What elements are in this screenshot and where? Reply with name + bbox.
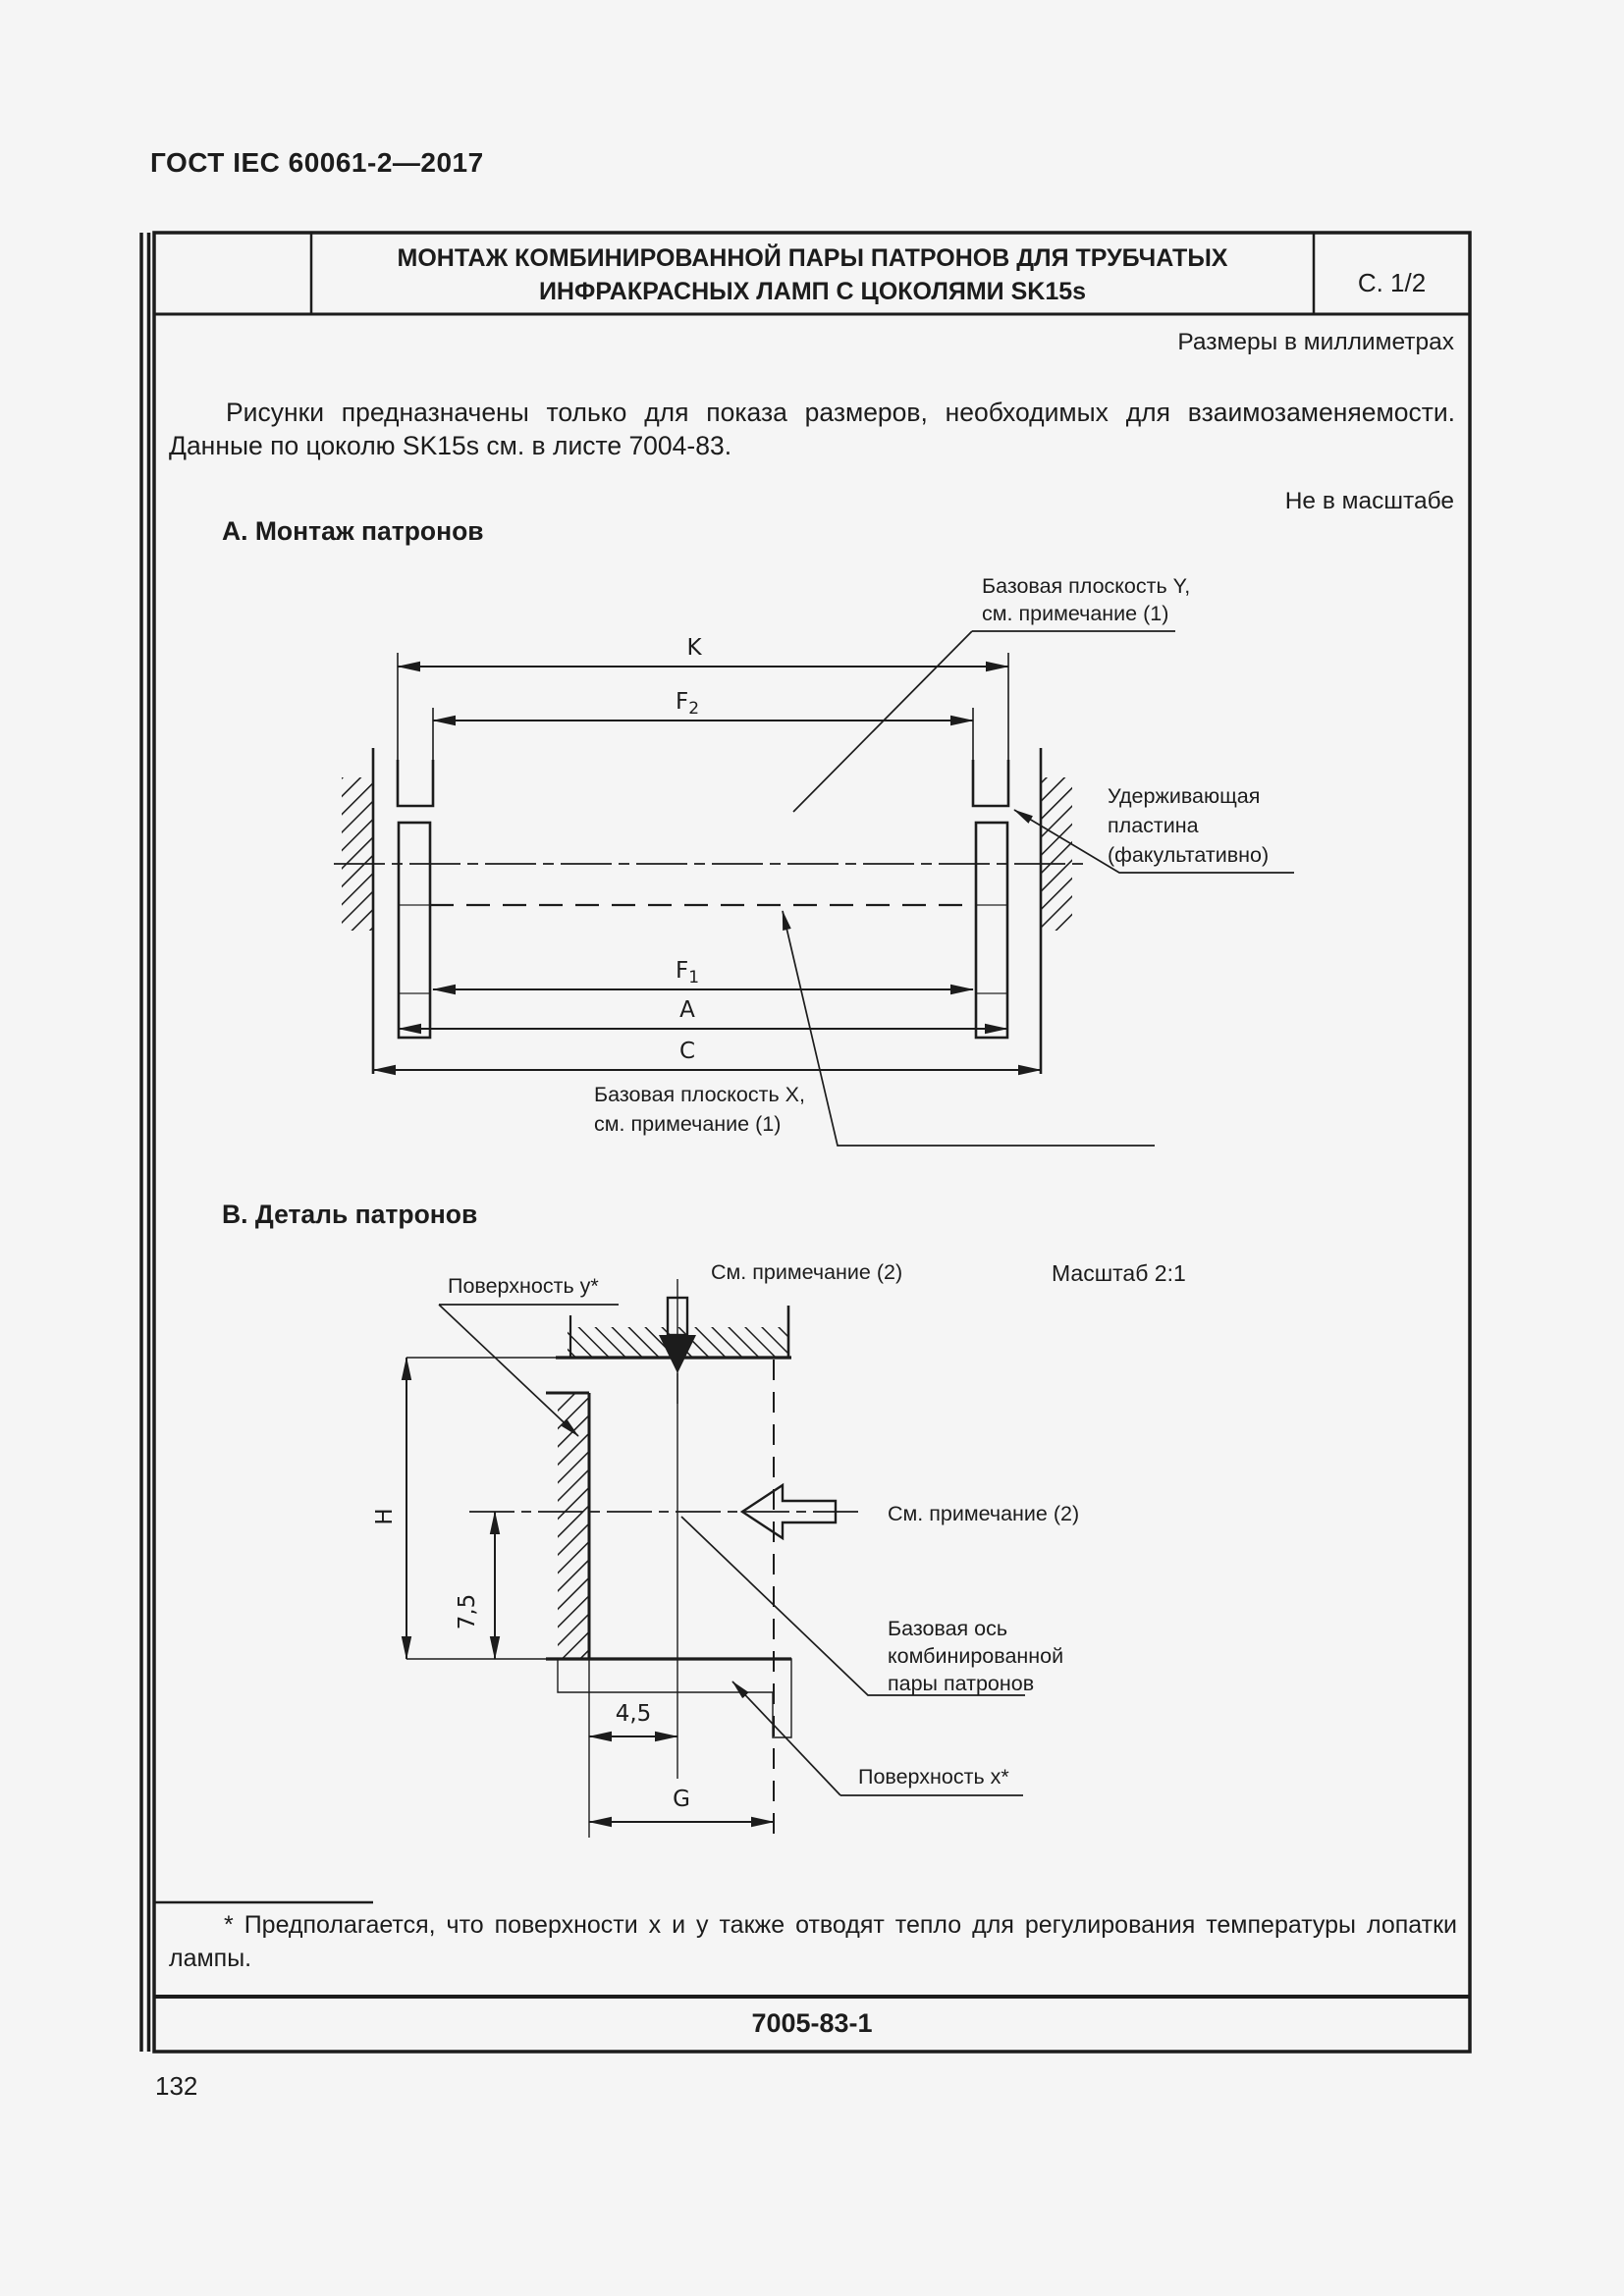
drawing-b-detail: H 7,5 4,5 G Поверхность y* См. приме bbox=[372, 1260, 1186, 1838]
dim-label-f1: F1 bbox=[676, 958, 699, 988]
intro-line2: Данные по цоколю SK15s см. в листе 7004-… bbox=[169, 431, 732, 460]
svg-text:комбинированной: комбинированной bbox=[888, 1644, 1063, 1668]
dim-label-4-5: 4,5 bbox=[616, 1701, 652, 1727]
left-holder-plate bbox=[397, 821, 432, 1040]
svg-text:(факультативно): (факультативно) bbox=[1108, 843, 1269, 867]
wall-hatch bbox=[558, 1393, 589, 1659]
callout-base-axis: Базовая ось комбинированной пары патроно… bbox=[680, 1516, 1063, 1696]
section-heading-b: В. Деталь патронов bbox=[222, 1200, 478, 1229]
left-wall-hatch bbox=[342, 777, 373, 931]
sheet-title: МОНТАЖ КОМБИНИРОВАННОЙ ПАРЫ ПАТРОНОВ ДЛЯ… bbox=[314, 241, 1311, 308]
drawing-a-mounting: K F2 F1 A C Базовая плоскость Y, bbox=[334, 574, 1294, 1147]
callout-surface-y: Поверхность y* bbox=[438, 1274, 619, 1437]
dim-label-h: H bbox=[372, 1508, 398, 1524]
footnote: * Предполагается, что поверхности x и y … bbox=[169, 1908, 1457, 1975]
svg-text:пары патронов: пары патронов bbox=[888, 1672, 1034, 1695]
svg-text:пластина: пластина bbox=[1108, 814, 1199, 837]
right-holder-plate bbox=[974, 821, 1009, 1040]
right-wall-hatch bbox=[1041, 777, 1072, 931]
dim-label-k: K bbox=[686, 635, 702, 661]
page-frame bbox=[139, 231, 1472, 2054]
callout-base-plane-x: Базовая плоскость X, см. примечание (1) bbox=[594, 910, 1155, 1147]
dim-label-c: C bbox=[679, 1039, 695, 1064]
page-number: 132 bbox=[155, 2071, 198, 2101]
sheet-number: 7005-83-1 bbox=[751, 2008, 873, 2038]
callout-retaining-plate: Удерживающая пластина (факультативно) bbox=[1013, 784, 1294, 874]
dim-label-g: G bbox=[673, 1787, 690, 1812]
svg-text:см. примечание (1): см. примечание (1) bbox=[594, 1112, 781, 1136]
svg-text:Базовая плоскость Y,: Базовая плоскость Y, bbox=[982, 574, 1190, 598]
svg-text:Базовая плоскость X,: Базовая плоскость X, bbox=[594, 1083, 805, 1106]
svg-text:Базовая ось: Базовая ось bbox=[888, 1617, 1007, 1640]
callout-base-plane-y: Базовая плоскость Y, см. примечание (1) bbox=[792, 574, 1190, 813]
dim-label-a: A bbox=[679, 997, 695, 1023]
sheet-page-indicator: С. 1/2 bbox=[1357, 268, 1427, 297]
label-note2-mid: См. примечание (2) bbox=[888, 1502, 1079, 1525]
svg-text:Удерживающая: Удерживающая bbox=[1108, 784, 1260, 808]
floor-hatch bbox=[557, 1658, 792, 1738]
section-heading-a: А. Монтаж патронов bbox=[222, 516, 484, 546]
scale-label: Масштаб 2:1 bbox=[1052, 1260, 1186, 1286]
right-retaining-plate bbox=[971, 760, 1010, 808]
dim-label-7-5: 7,5 bbox=[455, 1594, 480, 1630]
left-retaining-plate bbox=[396, 760, 435, 808]
dim-label-f2: F2 bbox=[676, 689, 699, 719]
svg-text:Поверхность y*: Поверхность y* bbox=[448, 1274, 599, 1298]
footnote-line2: лампы. bbox=[169, 1945, 252, 1972]
intro-paragraph: Рисунки предназначены только для показа … bbox=[169, 396, 1455, 462]
scale-note: Не в масштабе bbox=[1284, 488, 1454, 514]
intro-line1: Рисунки предназначены только для показа … bbox=[226, 398, 1455, 427]
note2-arrow bbox=[739, 1482, 838, 1541]
document-code: ГОСТ IEC 60061-2—2017 bbox=[150, 147, 484, 178]
sheet-title-line1: МОНТАЖ КОМБИНИРОВАННОЙ ПАРЫ ПАТРОНОВ ДЛЯ… bbox=[397, 244, 1228, 272]
svg-text:Поверхность x*: Поверхность x* bbox=[858, 1765, 1009, 1789]
svg-text:см. примечание (1): см. примечание (1) bbox=[982, 602, 1168, 625]
footnote-line1: * Предполагается, что поверхности x и y … bbox=[224, 1911, 1457, 1939]
label-note2-top: См. примечание (2) bbox=[711, 1260, 902, 1284]
callout-surface-x: Поверхность x* bbox=[731, 1681, 1023, 1796]
units-note: Размеры в миллиметрах bbox=[1177, 329, 1454, 355]
sheet-title-line2: ИНФРАКРАСНЫХ ЛАМП С ЦОКОЛЯМИ SK15s bbox=[538, 278, 1087, 305]
